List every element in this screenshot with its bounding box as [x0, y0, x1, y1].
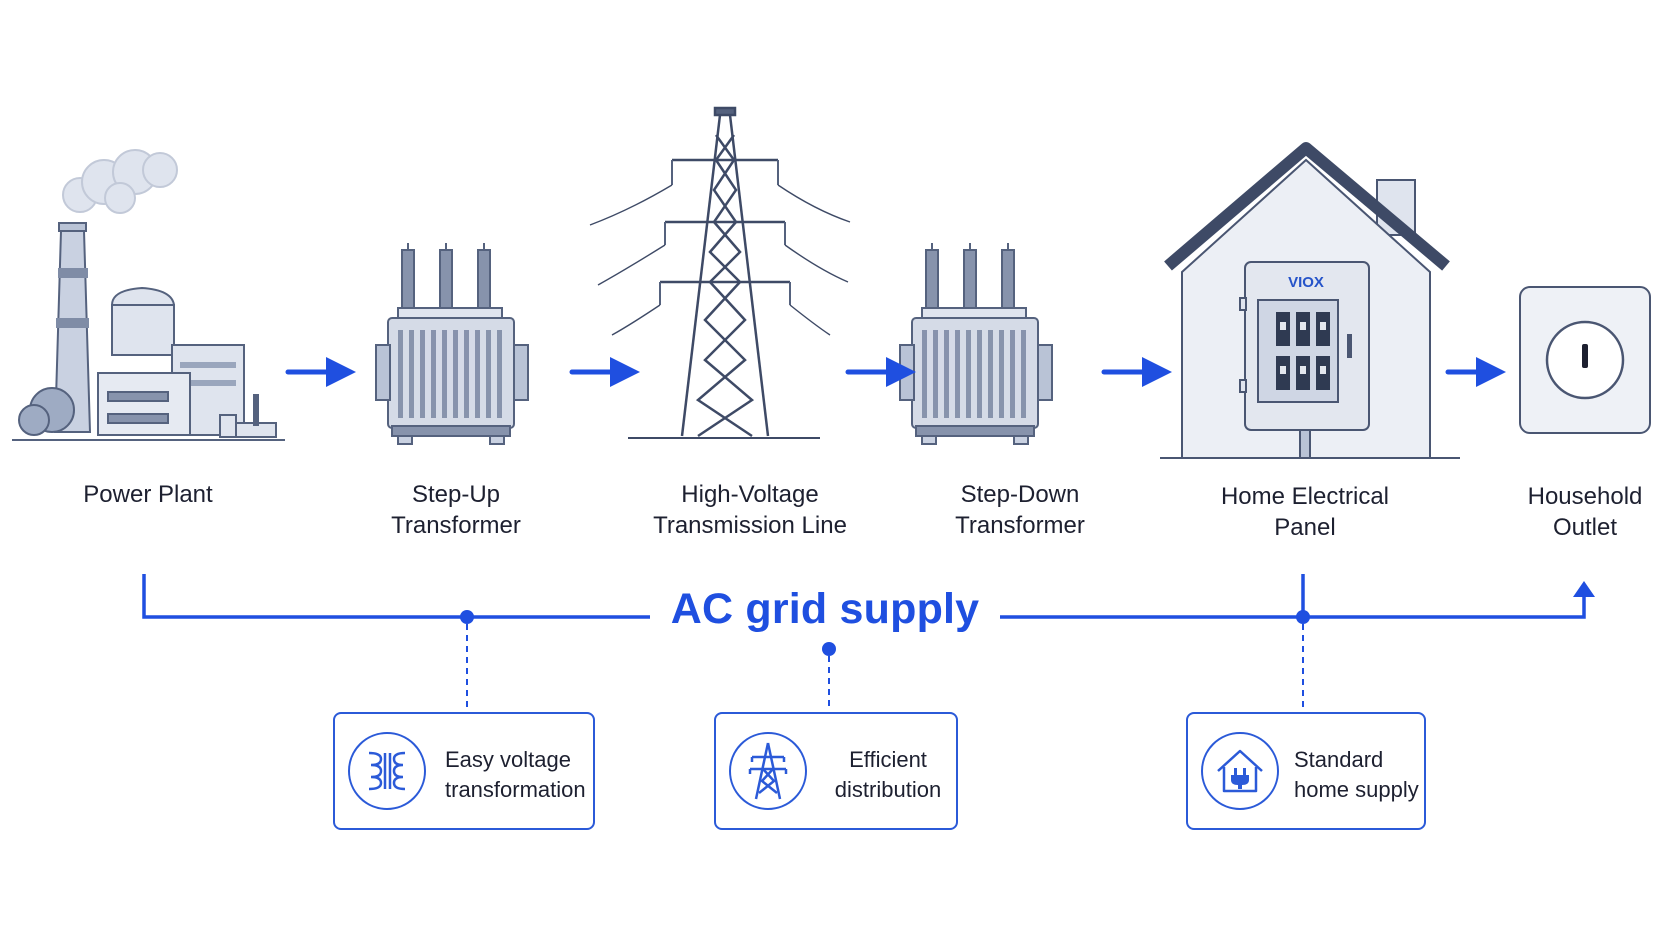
house-illustration	[1160, 142, 1460, 459]
bus-nodes	[460, 610, 1310, 656]
ac-bus-line	[142, 574, 1595, 619]
benefit-card-standard-home-supply: Standard home supply	[1186, 712, 1426, 830]
stage-label-household-outlet: Household Outlet	[1527, 483, 1643, 541]
transmission-tower-illustration	[589, 106, 851, 439]
transformer-coil-icon	[348, 732, 426, 810]
stage-label-home-electrical-panel: Home Electrical Panel	[1220, 483, 1390, 541]
benefit-text: Standard home supply	[1294, 747, 1419, 802]
panel-brand: VIOX	[1288, 274, 1324, 291]
power-plant-illustration	[12, 149, 285, 441]
stage-label-step-up-transformer: Step-Up Transformer	[391, 481, 521, 539]
bus-title: AC grid supply	[670, 585, 980, 633]
benefit-card-efficient-distribution: Efficient distribution	[714, 712, 958, 830]
outlet-illustration	[1519, 286, 1651, 434]
stage-label-high-voltage-transmission-line: High-Voltage Transmission Line	[653, 481, 847, 539]
bus-connectors	[466, 624, 1304, 710]
electrical-panel	[1239, 261, 1370, 459]
benefit-text: Efficient distribution	[834, 747, 942, 802]
benefit-card-easy-voltage-transformation: Easy voltage transformation	[333, 712, 595, 830]
stage-label-power-plant: Power Plant	[83, 481, 213, 508]
home-plug-icon	[1201, 732, 1279, 810]
step-up-transformer-illustration	[375, 243, 529, 445]
stage-label-step-down-transformer: Step-Down Transformer	[955, 481, 1085, 539]
benefit-text: Easy voltage transformation	[445, 747, 586, 802]
smoke-cloud	[62, 149, 178, 214]
step-down-transformer-illustration	[899, 243, 1053, 445]
transmission-tower-icon	[729, 732, 807, 810]
